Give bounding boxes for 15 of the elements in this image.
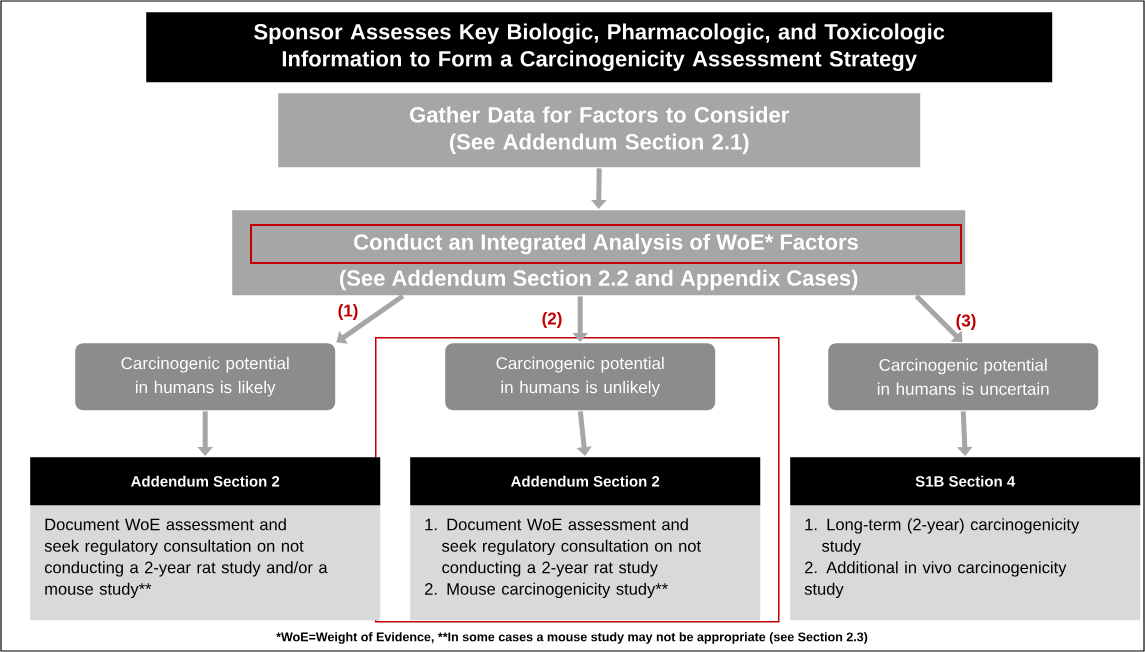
outcome-box: Carcinogenic potential in humans is uncertain bbox=[828, 343, 1099, 411]
outcome-box: Carcinogenic potential in humans is likely bbox=[75, 343, 336, 411]
section-box: S1B Section 4 1. Long-term (2-year) carcinogenicity study 2. Additional in vivo carcinogenicity study bbox=[790, 457, 1141, 621]
edge-label: (2) bbox=[542, 312, 562, 328]
section-box: Addendum Section 2 1. Document WoE assessment and seek regulatory consultation on not conducting a 2-year rat study 2. Mouse carcinogenicity study** bbox=[410, 457, 761, 621]
arrow bbox=[336, 293, 405, 344]
footnote: *WoE=Weight of Evidence, **In some cases a mouse study may not be appropriate (see Section 2.3) bbox=[276, 632, 868, 644]
heading-box: Sponsor Assesses Key Biologic, Pharmacologic, and Toxicologic Information to Form a Carcinogenicity Assessment Strategy bbox=[146, 12, 1053, 83]
edge-label: (1) bbox=[338, 304, 358, 320]
highlight-box: Conduct an Integrated Analysis of WoE* Factors bbox=[250, 224, 962, 264]
edge-label: (3) bbox=[956, 314, 976, 330]
process-box: Gather Data for Factors to Consider (See Addendum Section 2.1) bbox=[278, 93, 921, 168]
section-box: Addendum Section 2 Document WoE assessment and seek regulatory consultation on not conducting a 2-year rat study and/or a mouse study** bbox=[30, 457, 381, 621]
outcome-box: Carcinogenic potential in humans is unlikely bbox=[445, 343, 716, 411]
arrow bbox=[914, 294, 963, 343]
